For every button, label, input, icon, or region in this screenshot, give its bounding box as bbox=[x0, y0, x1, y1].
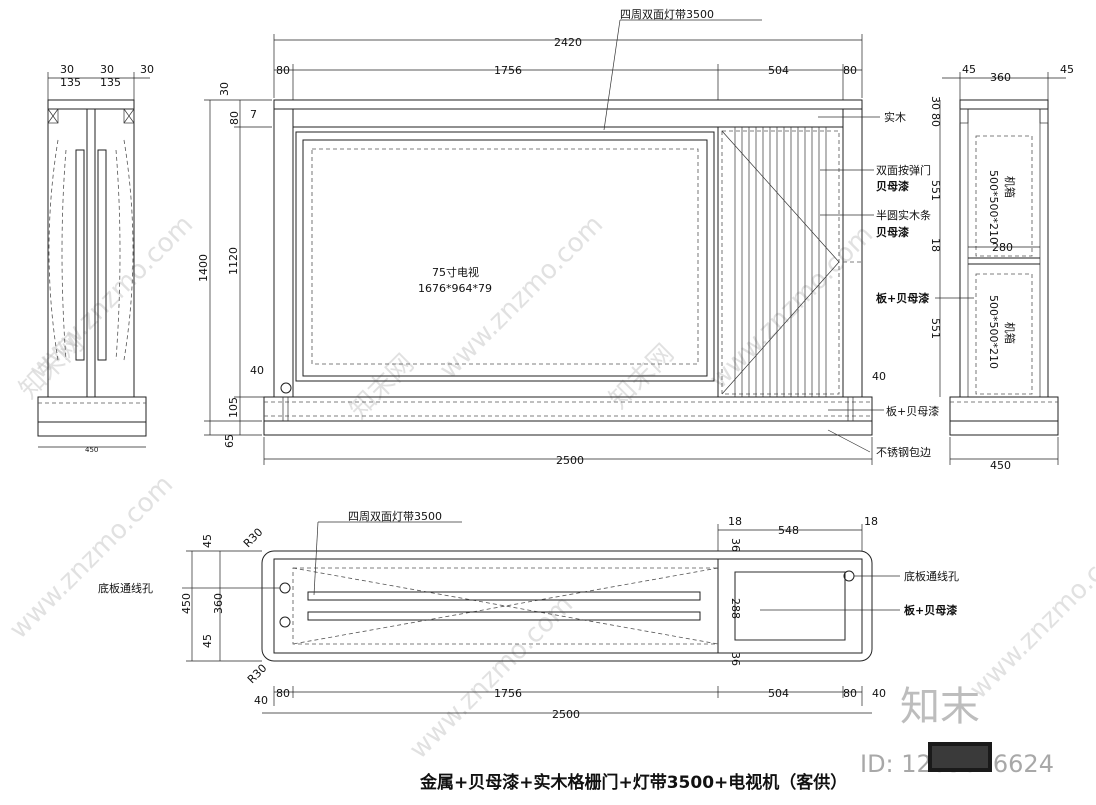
tv-label: 75寸电视 bbox=[432, 265, 479, 279]
callout-board: 板+贝母漆 bbox=[904, 603, 957, 617]
dim-label: 80 bbox=[843, 687, 857, 700]
dim-label: 504 bbox=[768, 687, 789, 700]
dim-label: 1400 bbox=[197, 254, 210, 282]
box1-size: 500*500*210 bbox=[987, 170, 1000, 244]
dim-label: 45 bbox=[962, 63, 976, 76]
tv-size: 1676*964*79 bbox=[418, 282, 492, 295]
dim-label: 105 bbox=[227, 397, 240, 418]
dim-label: 360 bbox=[212, 593, 225, 614]
callout-door-paint: 贝母漆 bbox=[876, 179, 909, 193]
dim-label: 135 bbox=[100, 76, 121, 89]
dim-label: 450 bbox=[180, 593, 193, 614]
dim-label: 80 bbox=[843, 64, 857, 77]
dim-label: 40 bbox=[250, 364, 264, 377]
dim-label: 30 bbox=[60, 63, 74, 76]
left-side-elevation: 30 135 30 135 30 450 bbox=[37, 63, 154, 454]
dim-label: 548 bbox=[778, 524, 799, 537]
dim-label: 65 bbox=[223, 434, 236, 448]
dim-label: 30 bbox=[100, 63, 114, 76]
front-elevation: 75寸电视 1676*964*79 2420 80 1756 504 80 30 bbox=[197, 8, 939, 467]
plan-view: 40 80 1756 504 80 40 2500 18 548 18 36 2… bbox=[98, 510, 959, 721]
dim-label: 45 bbox=[201, 634, 214, 648]
brand-logo: 知末 bbox=[900, 684, 980, 730]
callout-strip-paint: 贝母漆 bbox=[876, 225, 909, 239]
dim-label: 551 bbox=[929, 318, 942, 339]
dim-label: 1756 bbox=[494, 64, 522, 77]
dim-label: 450 bbox=[85, 446, 98, 454]
callout-hole-left: 底板通线孔 bbox=[98, 581, 153, 595]
dim-label: 40 bbox=[872, 370, 886, 383]
dim-label: 135 bbox=[60, 76, 81, 89]
dim-label: 551 bbox=[929, 180, 942, 201]
callout-steel: 不锈钢包边 bbox=[876, 446, 931, 459]
dim-label: 30 bbox=[140, 63, 154, 76]
box2-size: 500*500*210 bbox=[987, 295, 1000, 369]
dim-label: 80 bbox=[228, 111, 241, 125]
dim-label: 36 bbox=[729, 652, 742, 666]
callout-board: 板+贝母漆 bbox=[876, 291, 929, 305]
dim-label: 2500 bbox=[552, 708, 580, 721]
callout-strip: 半圆实木条 bbox=[876, 208, 931, 222]
dim-label: 45 bbox=[1060, 63, 1074, 76]
dim-label: 18 bbox=[929, 238, 942, 252]
watermark-text: www.znzmo.com bbox=[434, 210, 609, 385]
dim-label: 2420 bbox=[554, 36, 582, 49]
callout-board: 板+贝母漆 bbox=[886, 404, 939, 418]
dim-label: 288 bbox=[729, 598, 742, 619]
watermark-text: www.znzmo.com bbox=[704, 220, 879, 395]
dim-label: 360 bbox=[990, 71, 1011, 84]
watermark-text: www.znzmo.com bbox=[4, 470, 179, 645]
watermark-brand: 知末网 bbox=[344, 349, 420, 425]
watermark-layer: www.znzmo.com www.znzmo.com www.znzmo.co… bbox=[4, 210, 1096, 765]
radius-label: R30 bbox=[241, 526, 265, 550]
dim-label: 45 bbox=[201, 534, 214, 548]
dim-label: 80 bbox=[276, 687, 290, 700]
dim-label: 1756 bbox=[494, 687, 522, 700]
dim-label: 1120 bbox=[227, 247, 240, 275]
brand-watermark: 知末 ID: 1205046624 bbox=[860, 684, 1054, 778]
drawing-title: 金属+贝母漆+实木格栅门+灯带3500+电视机（客供） bbox=[419, 772, 847, 793]
grille-slats bbox=[734, 127, 827, 397]
dim-label: 280 bbox=[992, 241, 1013, 254]
dim-label: 40 bbox=[872, 687, 886, 700]
dim-label: 36 bbox=[729, 538, 742, 552]
dim-label: 30 bbox=[929, 96, 942, 110]
callout-hole-right: 底板通线孔 bbox=[904, 569, 959, 583]
dim-label: 18 bbox=[728, 515, 742, 528]
dim-label: 40 bbox=[254, 694, 268, 707]
dim-label: 80 bbox=[276, 64, 290, 77]
dim-label: 30 bbox=[218, 82, 231, 96]
dim-label: 80 bbox=[929, 113, 942, 127]
thumbnail-inner bbox=[932, 746, 988, 768]
dim-label: 450 bbox=[990, 459, 1011, 472]
radius-label: R30 bbox=[245, 662, 269, 686]
dim-label: 504 bbox=[768, 64, 789, 77]
callout-solid-wood: 实木 bbox=[884, 110, 906, 124]
box2-name: 机箱 bbox=[1003, 322, 1017, 344]
box1-name: 机箱 bbox=[1003, 176, 1017, 198]
callout-door: 双面按弹门 bbox=[876, 163, 931, 177]
dim-label: 2500 bbox=[556, 454, 584, 467]
right-side-elevation: 500*500*210 机箱 500*500*210 机箱 45 360 45 … bbox=[876, 63, 1074, 472]
watermark-brand: 知末网 bbox=[604, 339, 680, 415]
watermark-text: www.znzmo.com bbox=[964, 530, 1096, 705]
callout-light: 四周双面灯带3500 bbox=[348, 510, 442, 523]
watermark-text: www.znzmo.com bbox=[404, 590, 579, 765]
callout-light: 四周双面灯带3500 bbox=[620, 8, 714, 21]
dim-label: 18 bbox=[864, 515, 878, 528]
dim-label: 7 bbox=[250, 108, 257, 121]
